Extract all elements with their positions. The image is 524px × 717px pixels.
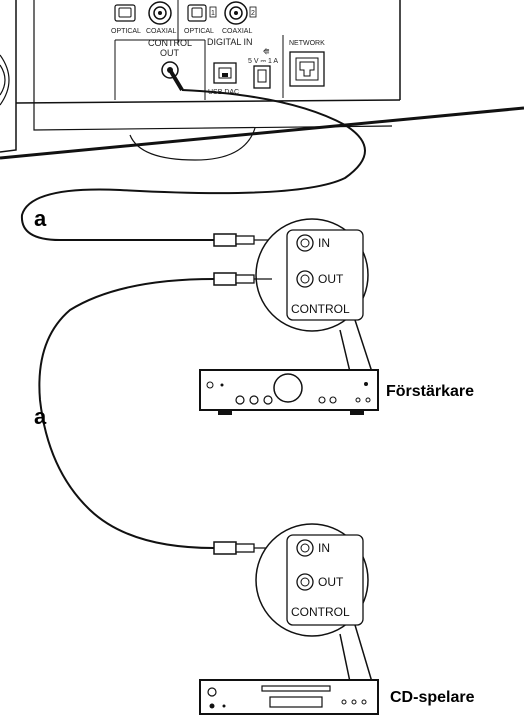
- optical-label-2: OPTICAL: [184, 28, 214, 35]
- usb-power-label: 5 V ⎓ 1 A: [248, 58, 278, 65]
- network-port: NETWORK: [289, 40, 325, 87]
- amplifier-out-label: OUT: [318, 272, 344, 286]
- cd-in-label: IN: [318, 541, 330, 555]
- coaxial-label-1: COAXIAL: [146, 28, 176, 35]
- amplifier-in-label: IN: [318, 236, 330, 250]
- cable-a-1: a: [20, 68, 366, 247]
- amplifier-control-label: CONTROL: [291, 302, 350, 316]
- receiver-rear-panel: OPTICAL COAXIAL CONTROL OUT 1 OPTICA: [0, 0, 524, 161]
- network-label: NETWORK: [289, 40, 325, 47]
- control-out-label-1: CONTROL: [148, 38, 192, 48]
- port-number-2: 2: [251, 10, 255, 17]
- cd-out-label: OUT: [318, 575, 344, 589]
- amplifier-callout: IN OUT CONTROL: [255, 218, 373, 373]
- amplifier-device: Förstärkare: [199, 369, 474, 415]
- amplifier-name: Förstärkare: [386, 383, 474, 400]
- optical-label-1: OPTICAL: [111, 28, 141, 35]
- cd-player-device: CD-spelare: [199, 679, 475, 715]
- control-out-label-2: OUT: [160, 48, 180, 58]
- coaxial-port-2: 2 COAXIAL: [222, 1, 257, 35]
- optical-port-2: 1 OPTICAL: [184, 4, 217, 35]
- usb-symbol-icon: ⭅: [263, 48, 270, 56]
- cd-control-label: CONTROL: [291, 605, 350, 619]
- coaxial-label-2: COAXIAL: [222, 28, 252, 35]
- port-number-1: 1: [211, 10, 215, 17]
- cable-a-2: a: [34, 272, 272, 555]
- cd-player-callout: IN OUT CONTROL: [255, 523, 373, 683]
- cable-label-1: a: [34, 206, 47, 231]
- cd-player-name: CD-spelare: [390, 689, 475, 706]
- digital-in-label: DIGITAL IN: [207, 37, 253, 47]
- usb-power-port: ⭅ 5 V ⎓ 1 A: [248, 48, 278, 89]
- cable-label-2: a: [34, 404, 47, 429]
- optical-port-1: OPTICAL: [111, 4, 141, 35]
- coaxial-port-1: COAXIAL: [146, 1, 176, 35]
